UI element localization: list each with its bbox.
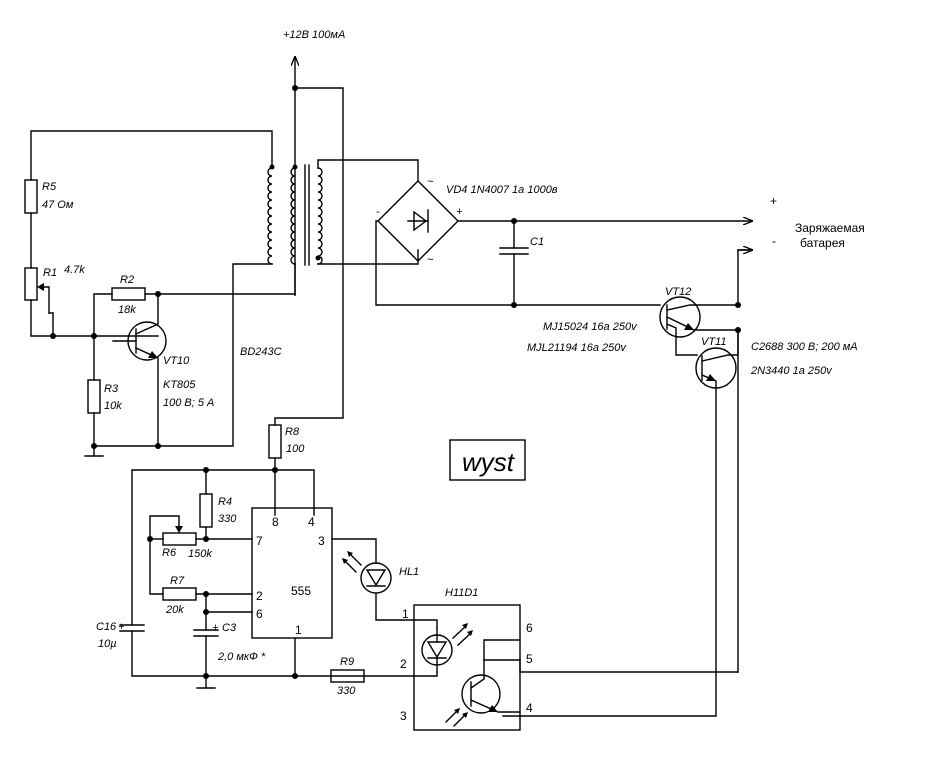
pin-7: 7 <box>256 534 263 548</box>
battery-terminals: + - Заряжаемая батарея <box>737 194 865 306</box>
wire-vcc-rail <box>131 469 315 626</box>
pin-4: 4 <box>308 515 315 529</box>
c16-pol: + <box>118 621 125 633</box>
opto-pin-4: 4 <box>526 701 533 715</box>
r6-name: R6 <box>162 547 177 559</box>
transistor-vt11: VT11 C2688 300 В; 200 мА 2N3440 1a 250v <box>502 329 858 717</box>
r9-value: 330 <box>337 685 356 697</box>
transistor-vt10: VT10 KT805 100 В; 5 А <box>112 293 214 449</box>
bridge-plus: + <box>456 206 463 218</box>
r5-value: 47 Ом <box>42 199 74 211</box>
battery-plus: + <box>770 194 777 208</box>
r8-value: 100 <box>286 443 305 455</box>
r8-name: R8 <box>285 426 300 438</box>
vt12-part2: MJL21194 16a 250v <box>527 342 627 354</box>
r3-value: 10k <box>104 400 122 412</box>
transformer-label: BD243C <box>240 346 282 358</box>
resistor-r4: R4 330 <box>199 469 237 540</box>
opto-pin-3: 3 <box>400 709 407 723</box>
battery-minus: - <box>772 234 776 248</box>
capacitor-c1: C1 <box>499 218 544 308</box>
r4-name: R4 <box>218 496 232 508</box>
pin-8: 8 <box>272 515 279 529</box>
bridge-label: VD4 1N4007 1a 1000в <box>446 184 558 196</box>
h11d1-name: H11D1 <box>445 587 478 599</box>
vt10-part: KT805 <box>163 379 196 391</box>
r1-name: R1 <box>43 267 57 279</box>
vt11-name: VT11 <box>701 336 726 348</box>
r6-value: 150k <box>188 548 212 560</box>
bridge-tilde-top: ~ <box>427 176 434 188</box>
bridge-tilde-bottom: ~ <box>427 254 434 266</box>
pin-3: 3 <box>318 534 325 548</box>
c16-name: C16 <box>96 621 117 633</box>
c16-value: 10µ <box>98 638 117 650</box>
r5-name: R5 <box>42 181 57 193</box>
resistor-r7: R7 20k <box>149 538 253 616</box>
resistor-r8: R8 100 <box>268 424 305 516</box>
r4-value: 330 <box>218 513 237 525</box>
led-hl1: HL1 <box>331 538 438 629</box>
resistor-r9: R9 330 <box>330 656 365 697</box>
vt11-part2: 2N3440 1a 250v <box>750 365 833 377</box>
ic-name: 555 <box>291 584 311 598</box>
capacitor-c16: C16 + 10µ <box>96 621 438 677</box>
c1-label: C1 <box>530 236 544 248</box>
resistor-r2: R2 18k <box>93 274 296 337</box>
bridge-minus: - <box>376 206 380 218</box>
opto-pin-5: 5 <box>526 652 533 666</box>
r2-name: R2 <box>120 274 134 286</box>
r7-name: R7 <box>170 575 185 587</box>
resistor-r5: R5 47 Ом <box>24 179 74 269</box>
author-stamp: wyst <box>449 439 526 481</box>
pin-6: 6 <box>256 607 263 621</box>
c3-pol: + <box>212 622 219 634</box>
ic-555: 8 4 7 3 2 6 1 555 <box>251 507 333 639</box>
r1-value: 4.7k <box>64 264 85 276</box>
optocoupler-h11d1: H11D1 1 2 3 6 5 4 <box>400 587 533 731</box>
battery-label-line2: батарея <box>800 236 845 250</box>
r9-name: R9 <box>340 656 354 668</box>
pin-1: 1 <box>295 623 302 637</box>
capacitor-c3: + C3 2,0 мкФ * <box>193 593 266 689</box>
transformer: BD243C <box>30 130 419 447</box>
r7-value: 20k <box>165 604 184 616</box>
vt10-name: VT10 <box>163 355 190 367</box>
opto-pin-2: 2 <box>400 657 407 671</box>
pin-2: 2 <box>256 589 263 603</box>
hl1-name: HL1 <box>399 566 419 578</box>
transistor-vt12: VT12 MJ15024 16a 250v MJL21194 16a 250v <box>527 286 741 356</box>
c3-name: C3 <box>222 622 237 634</box>
vt11-part1: C2688 300 В; 200 мА <box>751 341 858 353</box>
bridge-rectifier-vd4: - + ~ ~ VD4 1N4007 1a 1000в <box>375 176 752 306</box>
potentiometer-r1: R1 4.7k <box>24 264 159 339</box>
supply-label: +12В 100мА <box>283 29 345 41</box>
supply-rail: +12В 100мА <box>274 29 345 426</box>
vt10-rating: 100 В; 5 А <box>163 397 214 409</box>
vt12-part1: MJ15024 16a 250v <box>543 321 638 333</box>
opto-pin-1: 1 <box>402 607 409 621</box>
opto-pin-6: 6 <box>526 621 533 635</box>
author-text: wyst <box>462 447 516 477</box>
c3-value: 2,0 мкФ * <box>217 651 266 663</box>
r3-name: R3 <box>104 383 119 395</box>
vt12-name: VT12 <box>665 286 691 298</box>
r2-value: 18k <box>118 304 136 316</box>
resistor-r3: R3 10k <box>84 335 159 457</box>
battery-label-line1: Заряжаемая <box>795 221 865 235</box>
